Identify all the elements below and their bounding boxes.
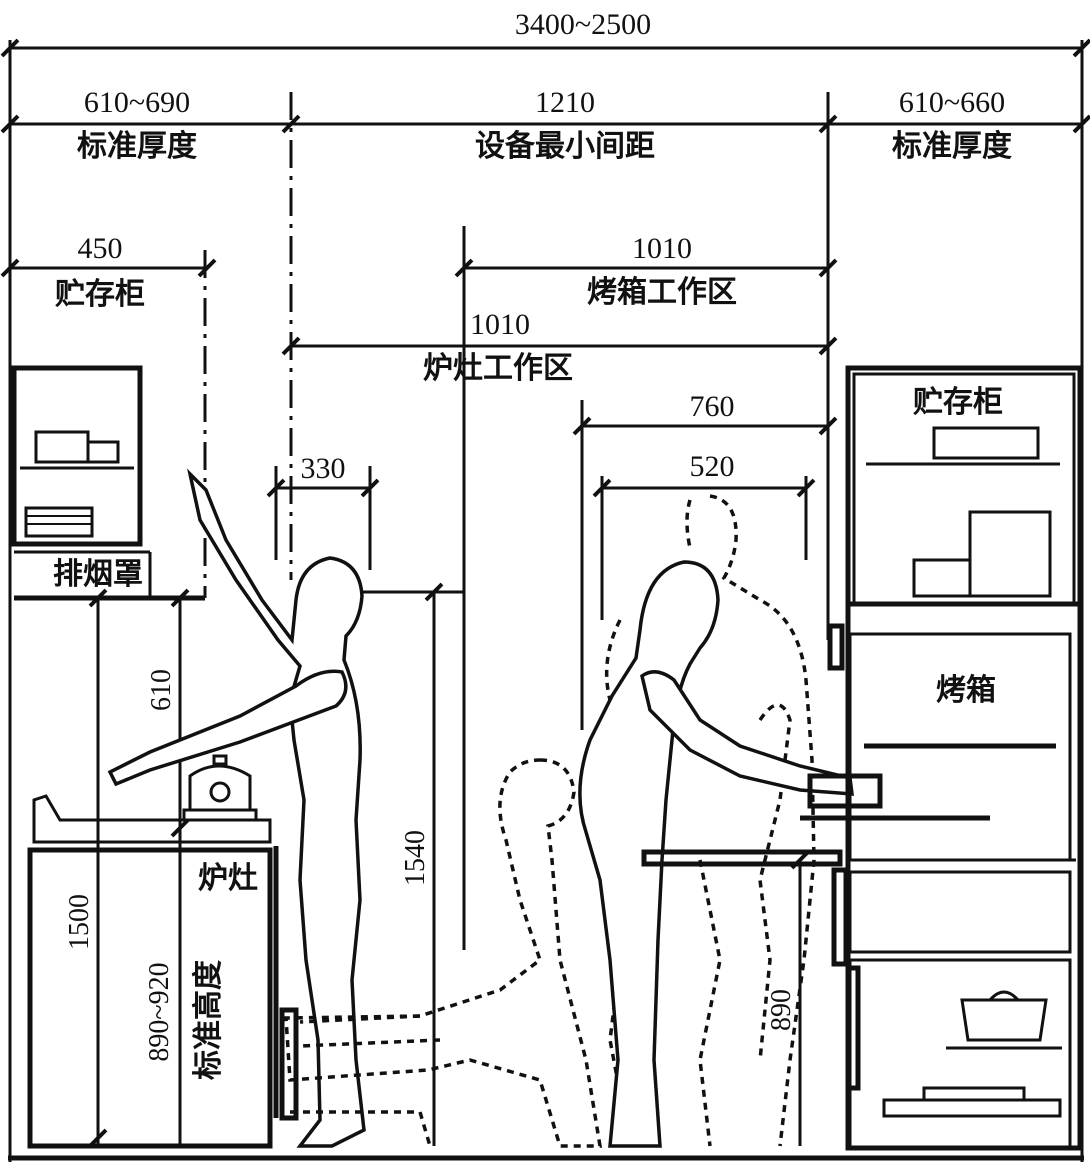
stove-zone-dimension: 1010 炉灶工作区 — [281, 308, 838, 386]
left-wall-cabinet — [11, 365, 143, 547]
oven-zone-label: 烤箱工作区 — [587, 275, 737, 310]
reach-330-dimension: 330 — [266, 452, 380, 570]
oven-reach-dimensions: 760 520 — [572, 390, 838, 730]
left-depth-value: 610~690 — [84, 86, 190, 119]
left-counter — [27, 794, 279, 1149]
oven-zone-dimension: 1010 烤箱工作区 — [454, 226, 838, 950]
hood-clearance-value: 610 — [146, 669, 177, 711]
stove-zone-label: 炉灶工作区 — [423, 351, 573, 386]
min-clearance-label: 设备最小间距 — [475, 129, 655, 164]
left-vertical-dimensions: 1500 610 890~920 — [64, 588, 190, 1148]
hood-height-value: 1500 — [64, 894, 95, 950]
oven-reach-520-value: 520 — [690, 450, 735, 483]
total-width-dimension: 3400~2500 — [0, 8, 1090, 58]
storage-label: 贮存柜 — [55, 277, 145, 312]
min-clearance-value: 1210 — [535, 86, 595, 119]
storage-depth-value: 450 — [78, 232, 123, 265]
right-counter-height-dimension: 890 — [766, 850, 810, 1146]
counter-height-range-value: 890~920 — [144, 962, 175, 1061]
right-depth-value: 610~660 — [899, 86, 1005, 119]
total-width-value: 3400~2500 — [515, 8, 651, 41]
depth-dimensions: 610~690 标准厚度 1210 设备最小间距 610~660 标准厚度 — [0, 86, 1090, 640]
oven-label: 烤箱 — [936, 673, 996, 708]
person-crouching — [279, 758, 603, 1148]
storage-dimension: 450 贮存柜 — [0, 232, 217, 598]
person-using-oven — [578, 494, 855, 1148]
right-counter — [641, 773, 990, 867]
stove-zone-value: 1010 — [470, 308, 530, 341]
standard-height-label: 标准高度 — [191, 960, 226, 1080]
right-depth-label: 标准厚度 — [892, 129, 1012, 164]
reach-330-value: 330 — [301, 452, 346, 485]
oven-zone-value: 1010 — [632, 232, 692, 265]
left-depth-label: 标准厚度 — [77, 129, 197, 164]
counter-height-value: 890 — [766, 989, 797, 1031]
oven-reach-760-value: 760 — [690, 390, 735, 423]
right-tall-cabinet: 贮存柜 烤箱 — [827, 365, 1083, 1151]
person-reaching-stove — [107, 468, 366, 1148]
range-hood: 排烟罩 — [14, 550, 205, 601]
pressure-cooker-icon — [182, 754, 258, 822]
stove-label: 炉灶 — [198, 861, 258, 896]
right-storage-label: 贮存柜 — [913, 385, 1003, 420]
range-hood-label: 排烟罩 — [53, 557, 143, 592]
reach-height-value: 1540 — [400, 830, 431, 886]
